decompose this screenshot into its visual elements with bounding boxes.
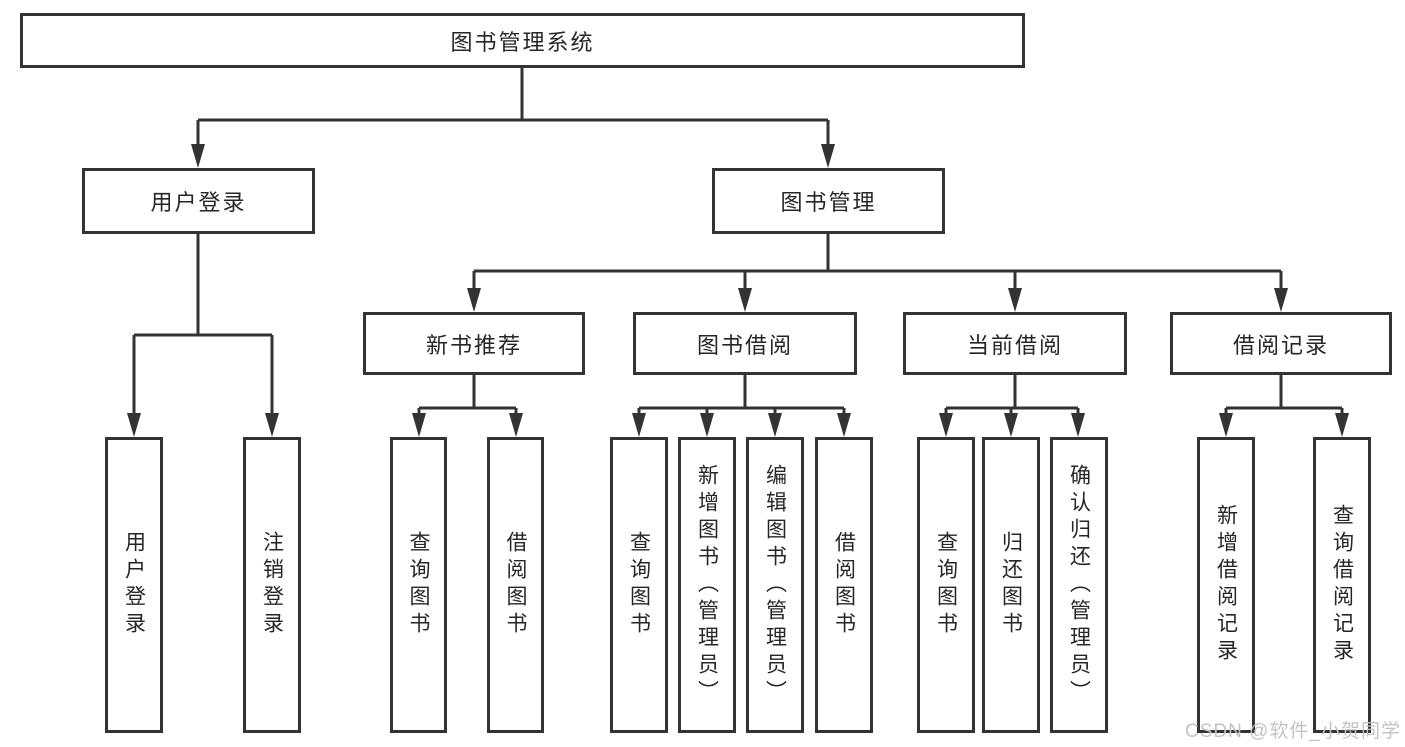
- node-book-borrowing: 图书借阅: [633, 312, 857, 375]
- leaf-user-login: 用户登录: [105, 437, 163, 733]
- node-book-management: 图书管理: [712, 168, 945, 234]
- leaf-add-books-admin: 新增图书（管理员）: [678, 437, 736, 733]
- leaf-borrow-books-recommend: 借阅图书: [487, 437, 544, 733]
- node-new-book-recommendation: 新书推荐: [363, 312, 585, 375]
- leaf-query-books-borrow: 查询图书: [610, 437, 668, 733]
- csdn-watermark: CSDN @软件_小贺同学: [1185, 721, 1401, 742]
- leaf-query-books-current: 查询图书: [917, 437, 975, 733]
- arrowhead-icons: [127, 144, 1349, 437]
- leaf-confirm-return-admin: 确认归还（管理员）: [1050, 437, 1108, 733]
- leaf-edit-books-admin: 编辑图书（管理员）: [746, 437, 804, 733]
- node-current-borrowing: 当前借阅: [903, 312, 1127, 375]
- node-borrowing-records: 借阅记录: [1170, 312, 1392, 375]
- leaf-query-books-recommend: 查询图书: [390, 437, 447, 733]
- node-root-system: 图书管理系统: [20, 13, 1025, 68]
- node-user-login: 用户登录: [82, 168, 315, 234]
- leaf-borrow-books: 借阅图书: [815, 437, 873, 733]
- leaf-add-borrow-record: 新增借阅记录: [1197, 437, 1255, 733]
- leaf-logout: 注销登录: [243, 437, 301, 733]
- leaf-return-books: 归还图书: [982, 437, 1040, 733]
- leaf-query-borrow-record: 查询借阅记录: [1313, 437, 1371, 733]
